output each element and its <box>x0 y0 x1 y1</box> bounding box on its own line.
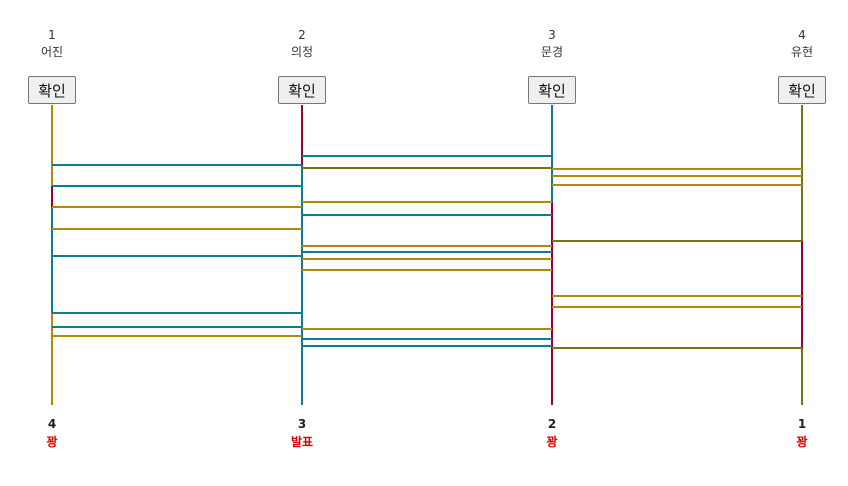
player-number: 1 <box>48 28 56 42</box>
result-number: 4 <box>47 417 57 431</box>
player-name: 의정 <box>290 45 314 59</box>
player-name: 문경 <box>540 45 564 59</box>
result-number: 2 <box>547 417 557 431</box>
result-text: 발표 <box>290 435 314 449</box>
confirm-button-player-1[interactable]: 확인 <box>28 76 76 104</box>
player-number: 4 <box>798 28 806 42</box>
confirm-button-player-3[interactable]: 확인 <box>528 76 576 104</box>
result-text: 꽝 <box>46 435 58 449</box>
result-text: 꽝 <box>796 435 808 449</box>
result-number: 3 <box>297 417 307 431</box>
result-number: 1 <box>797 417 807 431</box>
player-name: 어진 <box>40 45 64 59</box>
player-number: 3 <box>548 28 556 42</box>
player-name: 유현 <box>790 45 814 59</box>
confirm-button-player-2[interactable]: 확인 <box>278 76 326 104</box>
result-text: 꽝 <box>546 435 558 449</box>
player-number: 2 <box>298 28 306 42</box>
confirm-button-player-4[interactable]: 확인 <box>778 76 826 104</box>
